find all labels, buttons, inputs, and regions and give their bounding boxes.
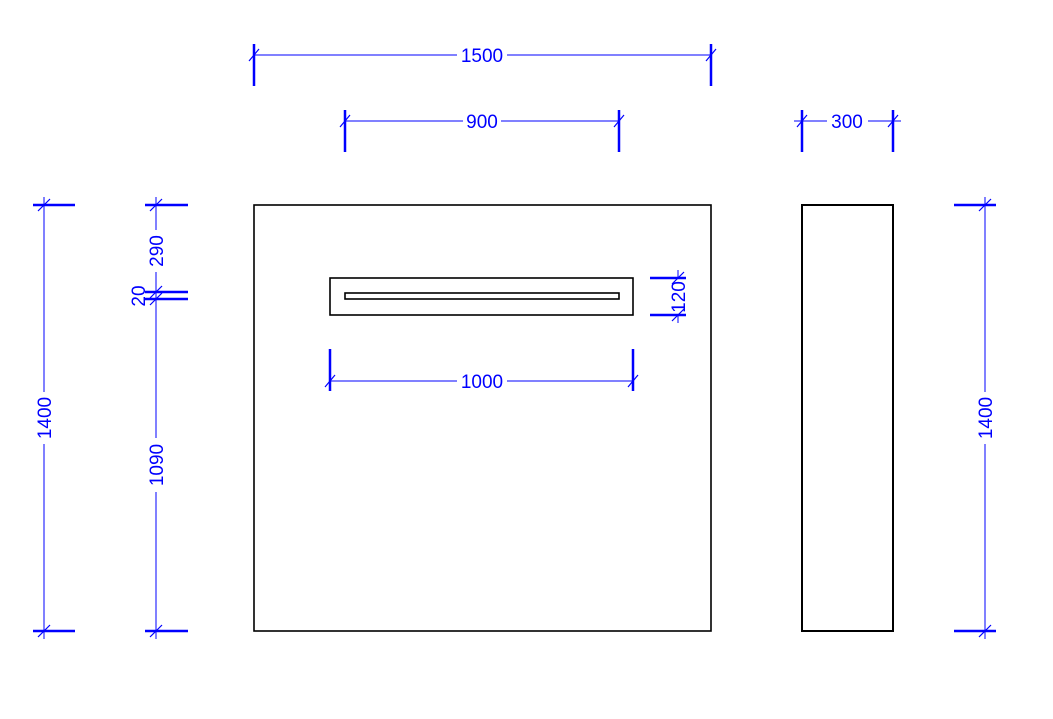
dimension-overall-width	[248, 44, 717, 86]
side-elevation	[801, 204, 894, 632]
label-slot-length: 1000	[461, 372, 503, 393]
dimension-overall-height-right	[954, 197, 996, 639]
label-slot-offset-width: 900	[466, 112, 498, 133]
side-panel-outline	[801, 204, 894, 632]
dimension-slot-height	[650, 270, 686, 323]
label-depth: 300	[831, 112, 863, 133]
label-slot-gap: 20	[129, 285, 150, 306]
label-overall-height-right: 1400	[976, 397, 997, 439]
dimension-depth	[794, 110, 901, 152]
label-bottom-offset: 1090	[147, 444, 168, 486]
label-slot-height: 120	[669, 281, 690, 313]
slot-inner-outline	[344, 292, 620, 300]
dimension-overall-height-left	[33, 197, 75, 639]
dimension-lines	[33, 44, 996, 639]
dimension-labels: 1500 900 300 1000 1400 290 20 1090 120 1…	[35, 46, 997, 486]
dimension-height-chain	[145, 197, 188, 639]
label-overall-height-left: 1400	[35, 397, 56, 439]
front-elevation	[253, 204, 712, 632]
slot-outer-outline	[329, 277, 634, 316]
dimension-slot-offset-width	[339, 110, 625, 152]
front-panel-outline	[253, 204, 712, 632]
label-top-offset: 290	[147, 235, 168, 267]
label-overall-width: 1500	[461, 46, 503, 67]
dimension-slot-length	[324, 349, 639, 391]
